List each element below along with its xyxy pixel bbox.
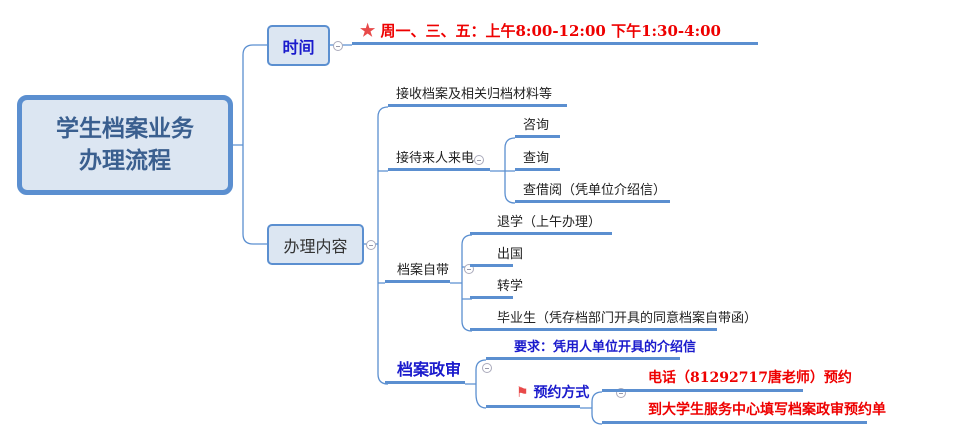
flag-icon: ⚑ xyxy=(516,385,529,401)
root-title-line2: 办理流程 xyxy=(79,148,171,174)
node-label: 电话（81292717唐老师）预约 xyxy=(648,370,852,386)
node-requirement[interactable]: 要求：凭用人单位开具的介绍信 xyxy=(486,338,696,360)
node-label: 查询 xyxy=(523,151,550,166)
node-receive-archives[interactable]: 接收档案及相关归档材料等 xyxy=(388,86,567,107)
collapse-icon[interactable] xyxy=(366,240,376,250)
node-label: 出国 xyxy=(497,247,524,262)
node-service-center[interactable]: 到大学生服务中心填写档案政审预约单 xyxy=(602,399,886,424)
time-value-node[interactable]: ★ 周一、三、五：上午8:00-12:00 下午1:30-4:00 xyxy=(352,20,758,45)
node-withdraw[interactable]: 退学（上午办理） xyxy=(470,214,612,235)
time-value: 周一、三、五：上午8:00-12:00 下午1:30-4:00 xyxy=(380,22,721,40)
node-label: 接待来人来电 xyxy=(396,151,475,166)
time-label: 时间 xyxy=(282,37,315,57)
node-label: 查借阅（凭单位介绍信） xyxy=(523,183,667,198)
node-political-review[interactable]: 档案政审 xyxy=(385,359,465,384)
node-label: 退学（上午办理） xyxy=(497,215,602,230)
node-abroad[interactable]: 出国 xyxy=(470,246,523,267)
node-self-carry[interactable]: 档案自带 xyxy=(385,262,450,283)
node-label: 转学 xyxy=(497,279,524,294)
collapse-icon[interactable] xyxy=(464,264,474,274)
node-phone[interactable]: 电话（81292717唐老师）预约 xyxy=(602,367,852,392)
node-label: 预约方式 xyxy=(533,385,590,401)
node-label: 接收档案及相关归档材料等 xyxy=(396,87,553,102)
star-icon: ★ xyxy=(360,21,376,41)
collapse-icon[interactable] xyxy=(333,41,343,51)
collapse-icon[interactable] xyxy=(616,388,626,398)
node-graduate[interactable]: 毕业生（凭存档部门开具的同意档案自带函） xyxy=(470,310,757,331)
node-transfer[interactable]: 转学 xyxy=(470,278,523,299)
content-label: 办理内容 xyxy=(283,236,348,256)
node-query[interactable]: 查询 xyxy=(515,150,560,171)
content-node[interactable]: 办理内容 xyxy=(267,224,364,265)
node-label: 要求：凭用人单位开具的介绍信 xyxy=(514,340,697,355)
time-node[interactable]: 时间 xyxy=(267,25,330,66)
collapse-icon[interactable] xyxy=(482,363,492,373)
root-title-line1: 学生档案业务 xyxy=(56,116,194,142)
collapse-icon[interactable] xyxy=(474,155,484,165)
node-appointment[interactable]: ⚑ 预约方式 xyxy=(486,382,589,408)
node-borrow[interactable]: 查借阅（凭单位介绍信） xyxy=(515,182,670,203)
node-label: 档案政审 xyxy=(397,360,462,379)
node-label: 档案自带 xyxy=(397,263,450,278)
node-label: 到大学生服务中心填写档案政审预约单 xyxy=(648,402,886,418)
node-label: 毕业生（凭存档部门开具的同意档案自带函） xyxy=(497,311,758,326)
node-consult[interactable]: 咨询 xyxy=(515,117,560,138)
node-reception[interactable]: 接待来人来电 xyxy=(388,150,490,171)
node-label: 咨询 xyxy=(523,118,550,133)
root-node[interactable]: 学生档案业务办理流程 xyxy=(17,95,233,195)
